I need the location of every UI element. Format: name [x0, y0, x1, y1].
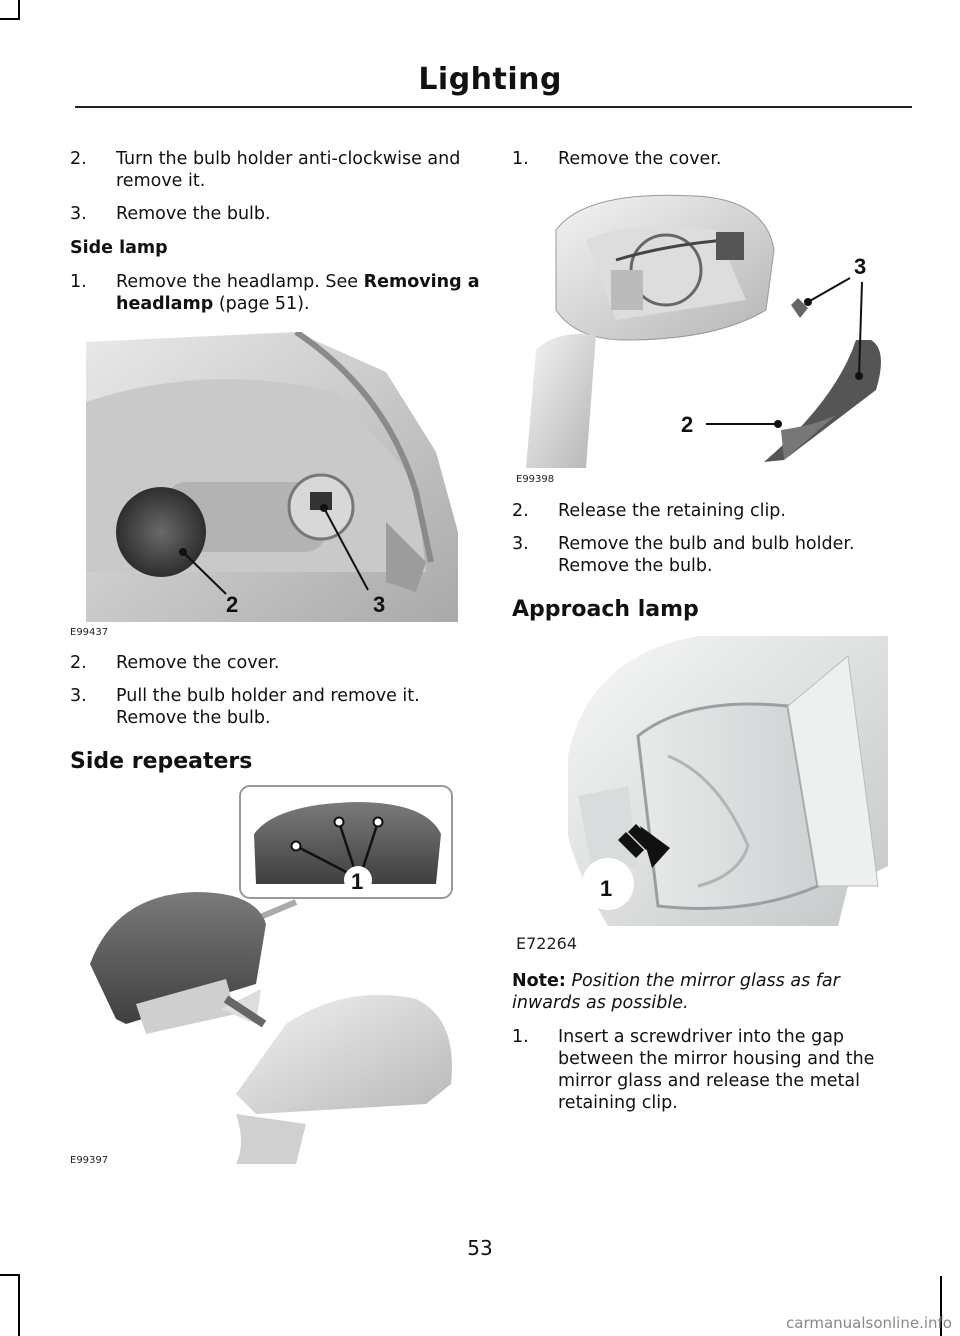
note-label: Note:: [512, 971, 566, 991]
step-item: 2. Remove the cover.: [70, 652, 482, 674]
step-item: 1. Remove the headlamp. See Removing a h…: [70, 271, 482, 315]
left-column: 2. Turn the bulb holder anti-clockwise a…: [70, 148, 482, 326]
side-repeaters-heading: Side repeaters: [70, 749, 253, 774]
header-rule: [75, 106, 912, 108]
step-text-main: Remove the headlamp. See: [116, 272, 359, 292]
step-number: 1.: [512, 149, 529, 169]
step-number: 3.: [512, 534, 529, 554]
section-title: Lighting: [418, 62, 562, 97]
step-item: 2. Release the retaining clip.: [512, 500, 904, 522]
step-number: 3.: [70, 686, 87, 706]
approach-lamp-heading: Approach lamp: [512, 597, 699, 622]
step-item: 1. Remove the cover.: [512, 148, 904, 170]
step-text: Turn the bulb holder anti-clockwise and …: [116, 149, 461, 191]
mirror-cover-figure: 3 2: [516, 190, 902, 468]
step-text: Remove the cover.: [116, 653, 280, 673]
figure-code: E99437: [70, 627, 109, 638]
figure-code: E72264: [516, 934, 578, 953]
headlamp-figure: 2 3: [86, 332, 458, 622]
step-text: Remove the bulb and bulb holder. Remove …: [558, 534, 855, 576]
right-column-bottom: Note: Position the mirror glass as far i…: [512, 970, 904, 1125]
crop-mark-bottom-right: [940, 1276, 960, 1336]
step-item: 3. Pull the bulb holder and remove it. R…: [70, 685, 482, 729]
callout-1: 1: [600, 876, 612, 901]
side-repeater-illustration: 1: [90, 785, 453, 1164]
step-number: 1.: [70, 272, 87, 292]
step-text: Release the retaining clip.: [558, 501, 786, 521]
callout-1: 1: [351, 869, 363, 894]
step-text: Remove the cover.: [558, 149, 722, 169]
step-text: Remove the bulb.: [116, 204, 271, 224]
side-lamp-heading: Side lamp: [70, 238, 168, 258]
step-text: Remove the headlamp. See Removing a head…: [116, 271, 482, 315]
headlamp-illustration: 2 3: [86, 332, 458, 622]
approach-lamp-illustration: 1: [568, 636, 888, 926]
note: Note: Position the mirror glass as far i…: [512, 970, 904, 1014]
mirror-cover-illustration: 3 2: [526, 194, 881, 468]
step-item: 3. Remove the bulb.: [70, 203, 482, 225]
step-text: Pull the bulb holder and remove it. Remo…: [116, 686, 420, 728]
cross-reference-link[interactable]: Removing a headlamp: [116, 272, 480, 314]
right-column: 1. Remove the cover.: [512, 148, 904, 181]
page-reference: (page 51).: [218, 294, 310, 314]
approach-lamp-figure: 1: [548, 636, 888, 926]
callout-3: 3: [854, 254, 866, 279]
figure-code: E99397: [70, 1155, 109, 1166]
step-item: 1. Insert a screwdriver into the gap bet…: [512, 1026, 904, 1114]
callout-2: 2: [681, 412, 693, 437]
right-column-mid: 2. Release the retaining clip. 3. Remove…: [512, 500, 904, 635]
step-number: 2.: [70, 149, 87, 169]
figure-code: E99398: [516, 474, 555, 485]
step-number: 3.: [70, 204, 87, 224]
step-text: Insert a screwdriver into the gap betwee…: [558, 1027, 875, 1113]
page-number: 53: [467, 1236, 493, 1260]
left-column-mid: 2. Remove the cover. 3. Pull the bulb ho…: [70, 652, 482, 787]
step-item: 2. Turn the bulb holder anti-clockwise a…: [70, 148, 482, 192]
crop-mark-bottom-left: [0, 1274, 20, 1336]
callout-2: 2: [226, 592, 238, 617]
step-number: 2.: [70, 653, 87, 673]
step-number: 2.: [512, 501, 529, 521]
callout-3: 3: [373, 592, 385, 617]
step-item: 3. Remove the bulb and bulb holder. Remo…: [512, 533, 904, 577]
side-repeater-figure: 1: [86, 784, 458, 1164]
watermark: carmanualsonline.info: [786, 1314, 952, 1332]
step-number: 1.: [512, 1027, 529, 1047]
crop-mark-top-left: [0, 0, 20, 20]
note-text: Position the mirror glass as far inwards…: [512, 971, 840, 1013]
